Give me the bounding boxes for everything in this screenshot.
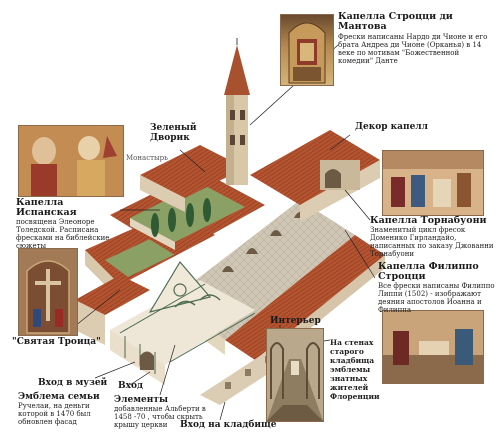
spanish-chapel-text: посвящена Элеоноре Толедской. Расписана …	[16, 218, 110, 250]
emblem-text: Ручелаи, на деньги которой в 1470 был об…	[18, 402, 91, 426]
tornabuoni-caption: Капелла Торнабуони Знаменитый цикл фресо…	[370, 215, 495, 259]
cemetery-walls-caption: На стенах старого кладбища эмблемы знатн…	[330, 338, 380, 401]
green-cloister-label: Зеленый Дворик	[150, 123, 197, 143]
monastery-wing	[140, 145, 245, 212]
spanish-chapel-title: Капелла Испанская	[16, 197, 77, 218]
tornabuoni-fresco-photo	[382, 150, 484, 216]
interior-label: Интерьер	[270, 316, 321, 326]
emblem-caption: Эмблема семьи Ручелаи, на деньги которой…	[18, 392, 110, 426]
monastery-label: Монастырь	[126, 154, 168, 162]
emblem-title: Эмблема семьи	[18, 392, 100, 402]
left-annex	[75, 275, 150, 345]
strozzi-mantua-fresco-photo	[280, 14, 334, 86]
elements-text: добавленные Альберти в 1458 -70 , чтобы …	[114, 405, 206, 429]
holy-trinity-fresco-photo	[18, 248, 78, 336]
interior-photo	[266, 328, 324, 422]
entrance-label: Вход	[118, 381, 143, 391]
filippo-strozzi-title: Капелла Филиппо Строцци	[378, 261, 479, 282]
strozzi-mantua-title: Капелла Строцци ди Мантова	[338, 11, 453, 32]
cemetery-entrance-label: Вход на кладбище	[180, 420, 277, 430]
transept-chapels	[250, 130, 380, 222]
chapel-decor-label: Декор капелл	[355, 122, 428, 132]
elements-title: Элементы	[114, 395, 168, 405]
filippo-strozzi-fresco-photo	[382, 310, 484, 384]
strozzi-mantua-text: Фрески написаны Нардо ди Чионе и его бра…	[338, 33, 488, 65]
museum-entrance-label: Вход в музей	[38, 378, 108, 388]
facade	[110, 260, 256, 385]
green-cloister	[110, 170, 265, 255]
filippo-strozzi-text: Все фрески написаны Филиппо Липпи (1502)…	[378, 282, 495, 314]
bell-tower	[224, 38, 250, 185]
tornabuoni-text: Знаменитый цикл фресок Доменико Гирланда…	[370, 226, 494, 258]
strozzi-mantua-caption: Капелла Строцци ди Мантова Фрески написа…	[338, 11, 493, 66]
holy-trinity-label: "Святая Троица"	[12, 337, 101, 347]
tornabuoni-title: Капелла Торнабуони	[370, 215, 487, 226]
elements-caption: Элементы добавленные Альберти в 1458 -70…	[114, 395, 206, 429]
spanish-chapel-caption: Капелла Испанская посвящена Элеоноре Тол…	[16, 197, 126, 251]
spanish-chapel-fresco-photo	[18, 125, 124, 197]
filippo-strozzi-caption: Капелла Филиппо Строцци Все фрески напис…	[378, 261, 496, 315]
